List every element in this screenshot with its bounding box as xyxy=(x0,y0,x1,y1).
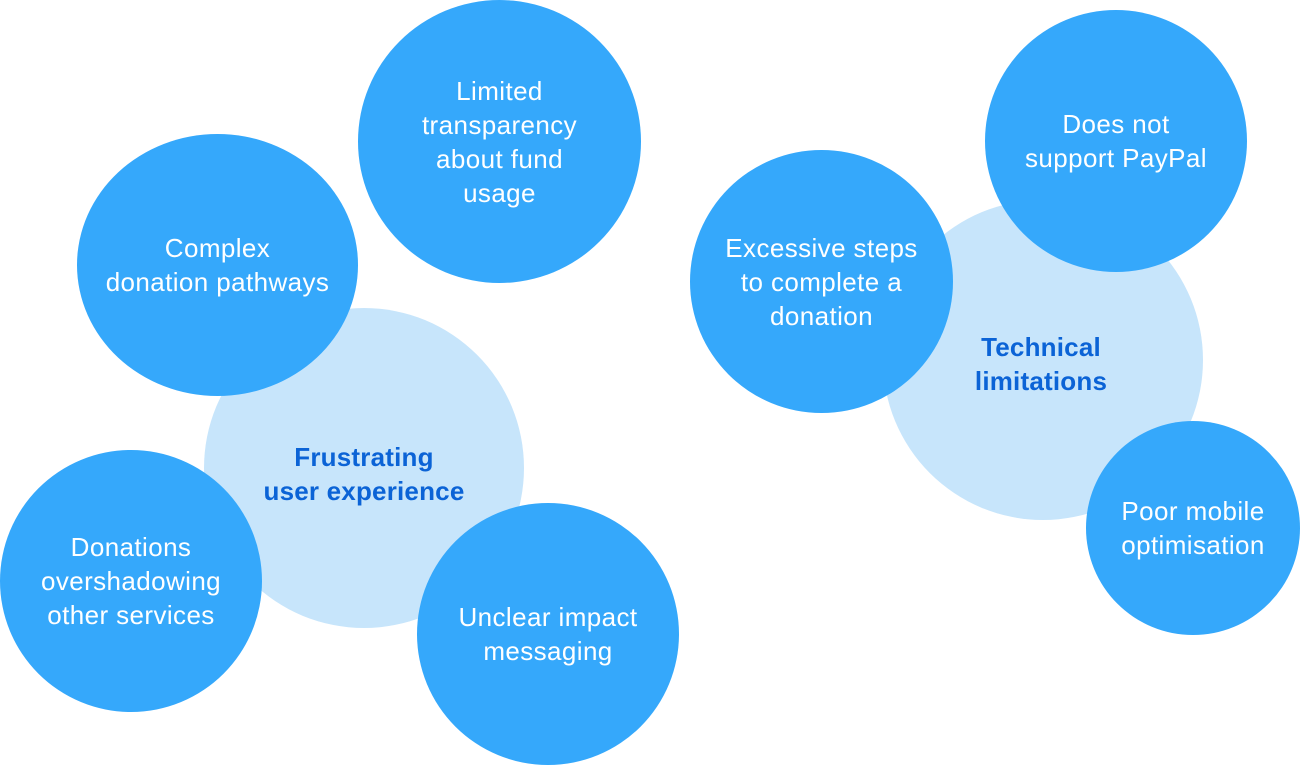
issue-label-no-paypal-support: Does not support PayPal xyxy=(1025,109,1207,173)
issue-label-unclear-impact-messaging: Unclear impact messaging xyxy=(458,602,638,666)
issue-bubble-no-paypal-support: Does not support PayPal xyxy=(985,10,1247,272)
issue-label-excessive-steps: Excessive steps to complete a donation xyxy=(725,232,918,331)
theme-label-user-experience: Frustrating user experience xyxy=(263,442,465,506)
theme-label-technical-limitations: Technical limitations xyxy=(974,332,1108,396)
issue-bubble-unclear-impact-messaging: Unclear impact messaging xyxy=(417,503,679,765)
issue-bubble-excessive-steps: Excessive steps to complete a donation xyxy=(690,150,953,413)
issue-label-limited-transparency: Limited transparency about fund usage xyxy=(421,75,578,208)
issue-label-poor-mobile-optimisation: Poor mobile optimisation xyxy=(1121,496,1265,560)
issue-bubble-complex-donation-pathways: Complex donation pathways xyxy=(77,134,358,396)
issue-bubble-limited-transparency: Limited transparency about fund usage xyxy=(358,0,641,283)
issue-bubble-donations-overshadowing: Donations overshadowing other services xyxy=(0,450,262,712)
issue-label-complex-donation-pathways: Complex donation pathways xyxy=(105,233,330,297)
issue-bubble-poor-mobile-optimisation: Poor mobile optimisation xyxy=(1086,421,1300,635)
issue-label-donations-overshadowing: Donations overshadowing other services xyxy=(40,532,222,630)
